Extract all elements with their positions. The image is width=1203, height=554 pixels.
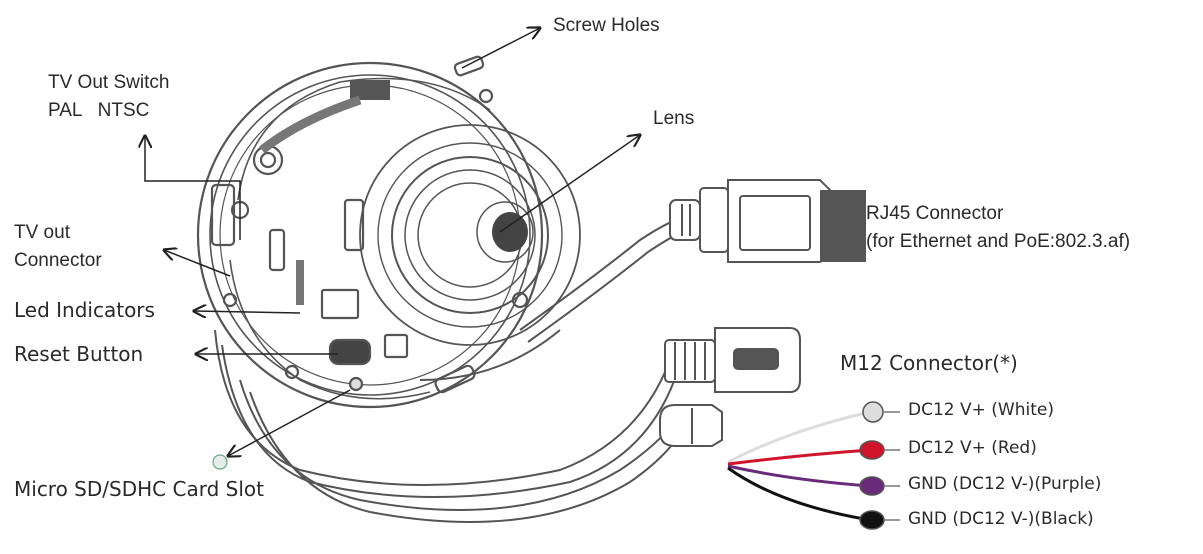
- label-dc12-white: DC12 V+ (White): [908, 400, 1054, 420]
- label-lens: Lens: [653, 108, 695, 129]
- terminal-white: [862, 401, 884, 423]
- power-plug-shape: [659, 404, 723, 447]
- label-m12-connector: M12 Connector(*): [840, 351, 1018, 375]
- arrow-tv-out-switch: [145, 136, 241, 240]
- arrow-screw-holes: [461, 28, 540, 69]
- label-screw-holes: Screw Holes: [553, 15, 660, 36]
- camera-body: [196, 55, 581, 409]
- label-rj45-note: (for Ethernet and PoE:802.3.af): [866, 231, 1131, 252]
- m12-connector-shape: [664, 327, 801, 393]
- terminal-black: [859, 510, 885, 530]
- label-tv-out: TV out: [14, 222, 70, 243]
- cables: [214, 214, 693, 523]
- terminal-red: [859, 440, 885, 460]
- lens-glass: [492, 212, 528, 252]
- label-led-indicators: Led Indicators: [14, 298, 155, 322]
- arrow-lens: [499, 135, 640, 233]
- wire-terminals: [859, 401, 900, 530]
- label-gnd-purple: GND (DC12 V-)(Purple): [908, 474, 1102, 494]
- callout-arrows: [145, 28, 640, 456]
- arrow-micro-sd: [228, 389, 351, 456]
- label-reset-button: Reset Button: [14, 342, 144, 366]
- power-wires: [727, 410, 871, 522]
- rj45-connector-shape: [669, 179, 866, 263]
- label-rj45-connector: RJ45 Connector: [866, 203, 1004, 224]
- label-connector: Connector: [14, 250, 102, 271]
- label-gnd-black: GND (DC12 V-)(Black): [908, 509, 1094, 529]
- micro-sd-marker: [212, 454, 228, 470]
- label-dc12-red: DC12 V+ (Red): [908, 438, 1037, 458]
- label-micro-sd: Micro SD/SDHC Card Slot: [14, 477, 264, 501]
- arrow-led-indicators: [194, 311, 301, 313]
- terminal-purple: [859, 476, 885, 496]
- label-pal-ntsc: PAL NTSC: [48, 100, 150, 121]
- arrow-tv-out-connector: [164, 250, 231, 277]
- label-tv-out-switch: TV Out Switch: [48, 72, 170, 93]
